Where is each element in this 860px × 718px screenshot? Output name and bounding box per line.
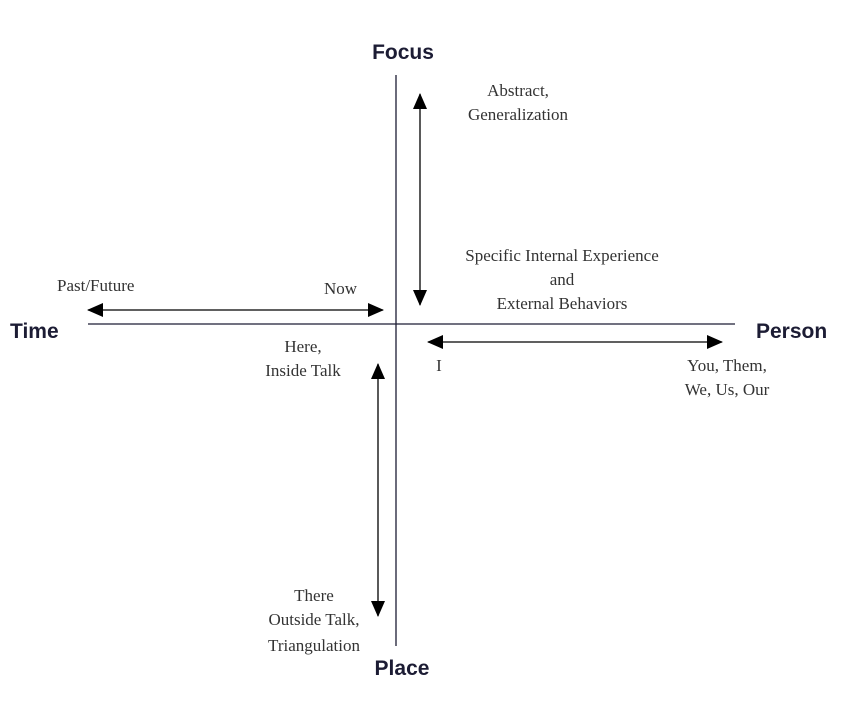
others-label: You, Them, <box>687 356 767 375</box>
past-future-label: Past/Future <box>57 276 134 295</box>
there-label: Triangulation <box>268 636 360 655</box>
there-label: There <box>294 586 334 605</box>
here-label: Here, <box>284 337 321 356</box>
specific-label: External Behaviors <box>497 294 628 313</box>
specific-label: Specific Internal Experience <box>465 246 659 265</box>
axis-label-focus: Focus <box>372 41 434 64</box>
abstract-label: Generalization <box>468 105 569 124</box>
axis-label-time: Time <box>10 320 59 343</box>
specific-label: and <box>550 270 575 289</box>
axis-label-person: Person <box>756 320 827 343</box>
abstract-label: Abstract, <box>487 81 549 100</box>
axis-label-place: Place <box>375 657 430 680</box>
others-label: We, Us, Our <box>685 380 770 399</box>
here-label: Inside Talk <box>265 361 341 380</box>
there-label: Outside Talk, <box>268 610 359 629</box>
now-label: Now <box>324 279 358 298</box>
self-label: I <box>436 356 442 375</box>
